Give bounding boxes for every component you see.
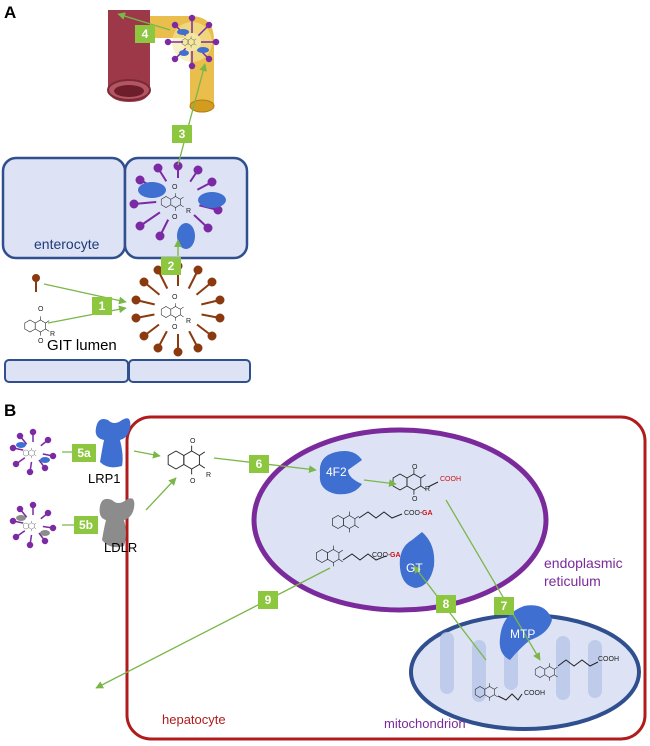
coo-label-er-2: COO- xyxy=(372,552,391,559)
r-label-er: R xyxy=(425,486,431,493)
hepatocyte-label: hepatocyte xyxy=(162,712,226,727)
mtp-label: MTP xyxy=(510,627,536,641)
oxo-label-cytosol-top: O xyxy=(190,438,196,445)
chylomicron-lymph xyxy=(164,14,220,70)
step-badge-7: 7 xyxy=(494,597,514,615)
oxo-label-enterocyte-bottom: O xyxy=(172,214,178,221)
ga-label-er-1: GA xyxy=(422,510,433,517)
blood-vessel xyxy=(107,10,151,102)
protein-gt xyxy=(399,532,435,588)
oxo-label-micelle-bottom: O xyxy=(172,324,178,331)
step-badge-2: 2 xyxy=(161,257,181,275)
4f2-label: 4F2 xyxy=(326,465,347,479)
r-label-lumen: R xyxy=(50,331,56,338)
step-badge-9: 9 xyxy=(258,591,278,609)
er-label-line2: reticulum xyxy=(544,573,601,589)
step-badge-3: 3 xyxy=(172,125,192,143)
protein-blob-1 xyxy=(138,182,166,198)
lipid-molecule xyxy=(32,274,40,292)
r-label-enterocyte: R xyxy=(186,208,192,215)
git-lumen-label: GIT lumen xyxy=(47,337,117,354)
ldlr-label: LDLR xyxy=(104,540,138,555)
mitochondrion-label: mitochondrion xyxy=(384,716,466,731)
protein-blob-3 xyxy=(177,223,195,249)
vitamin-k-molecule-lumen xyxy=(24,316,50,336)
r-label-micelle: R xyxy=(186,318,192,325)
endoplasmic-reticulum xyxy=(251,427,549,613)
oxo-label-er-top: O xyxy=(412,464,418,471)
protein-mtp xyxy=(499,605,552,660)
panel-label-a: A xyxy=(4,3,17,22)
er-label-line1: endoplasmic xyxy=(544,555,623,571)
oxo-label-micelle-top: O xyxy=(172,294,178,301)
oxo-label-er-bottom: O xyxy=(412,496,418,503)
oxo-label-lumen-bottom: O xyxy=(38,338,44,345)
cooh-label-er: COOH xyxy=(440,476,461,483)
step-badge-6: 6 xyxy=(249,455,269,473)
lumen-wall-left xyxy=(4,359,129,383)
lrp1-label: LRP1 xyxy=(88,471,121,486)
panel-label-b: B xyxy=(4,401,17,420)
step-badge-1: 1 xyxy=(92,297,112,315)
step-badge-8: 8 xyxy=(436,595,456,613)
oxo-label-enterocyte-top: O xyxy=(172,184,178,191)
r-label-cytosol: R xyxy=(206,472,212,479)
protein-blob-2 xyxy=(198,192,226,208)
step-badge-5b: 5b xyxy=(74,516,98,534)
oxo-label-lumen-top: O xyxy=(38,306,44,313)
oxo-label-cytosol-bottom: O xyxy=(190,478,196,485)
lumen-wall-right xyxy=(128,359,251,383)
ga-label-er-2: GA xyxy=(390,552,401,559)
coo-label-er-1: COO- xyxy=(404,510,423,517)
step-badge-4: 4 xyxy=(135,25,155,43)
step-badge-5a: 5a xyxy=(72,444,96,462)
ldlr-receptor xyxy=(99,498,135,548)
gt-label: GT xyxy=(406,561,423,575)
lrp1-receptor xyxy=(95,418,131,468)
enterocyte-label: enterocyte xyxy=(34,236,100,252)
cooh-label-mito-2: COOH xyxy=(598,656,619,663)
protein-4f2 xyxy=(319,451,362,495)
cooh-label-mito-1: COOH xyxy=(524,690,545,697)
arrows-panel-a xyxy=(43,12,207,324)
